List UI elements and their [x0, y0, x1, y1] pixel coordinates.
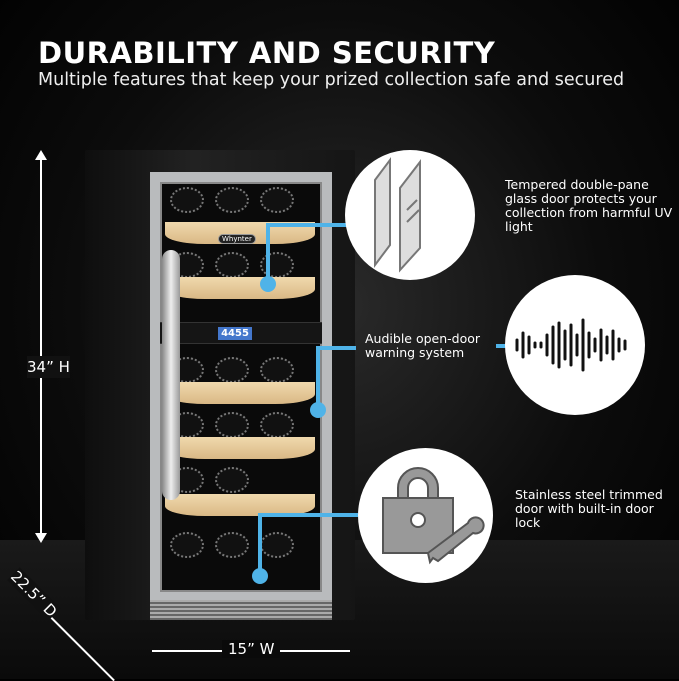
door-handle	[162, 250, 180, 500]
subtitle: Multiple features that keep your prized …	[38, 70, 625, 90]
feature-text-lock: Stainless steel trimmed door with built-…	[515, 487, 663, 530]
page-title: DURABILITY AND SECURITY	[38, 36, 496, 70]
lock-and-key-icon	[358, 448, 493, 583]
sound-wave-icon	[505, 275, 645, 415]
temperature-display: 4455	[218, 327, 252, 340]
feature-text-alarm: Audible open-door warning system	[365, 331, 481, 360]
glass-pane-icon	[345, 150, 475, 280]
wine-cooler-door: Whynter 4455	[150, 172, 332, 602]
control-panel: 4455	[160, 322, 322, 344]
width-label: 15” W	[222, 640, 281, 658]
feature-text-glass: Tempered double-pane glass door protects…	[505, 177, 673, 234]
front-vent	[150, 600, 332, 620]
height-label: 34” H	[27, 356, 70, 378]
height-arrow	[40, 160, 42, 535]
brand-badge: Whynter	[218, 234, 256, 244]
